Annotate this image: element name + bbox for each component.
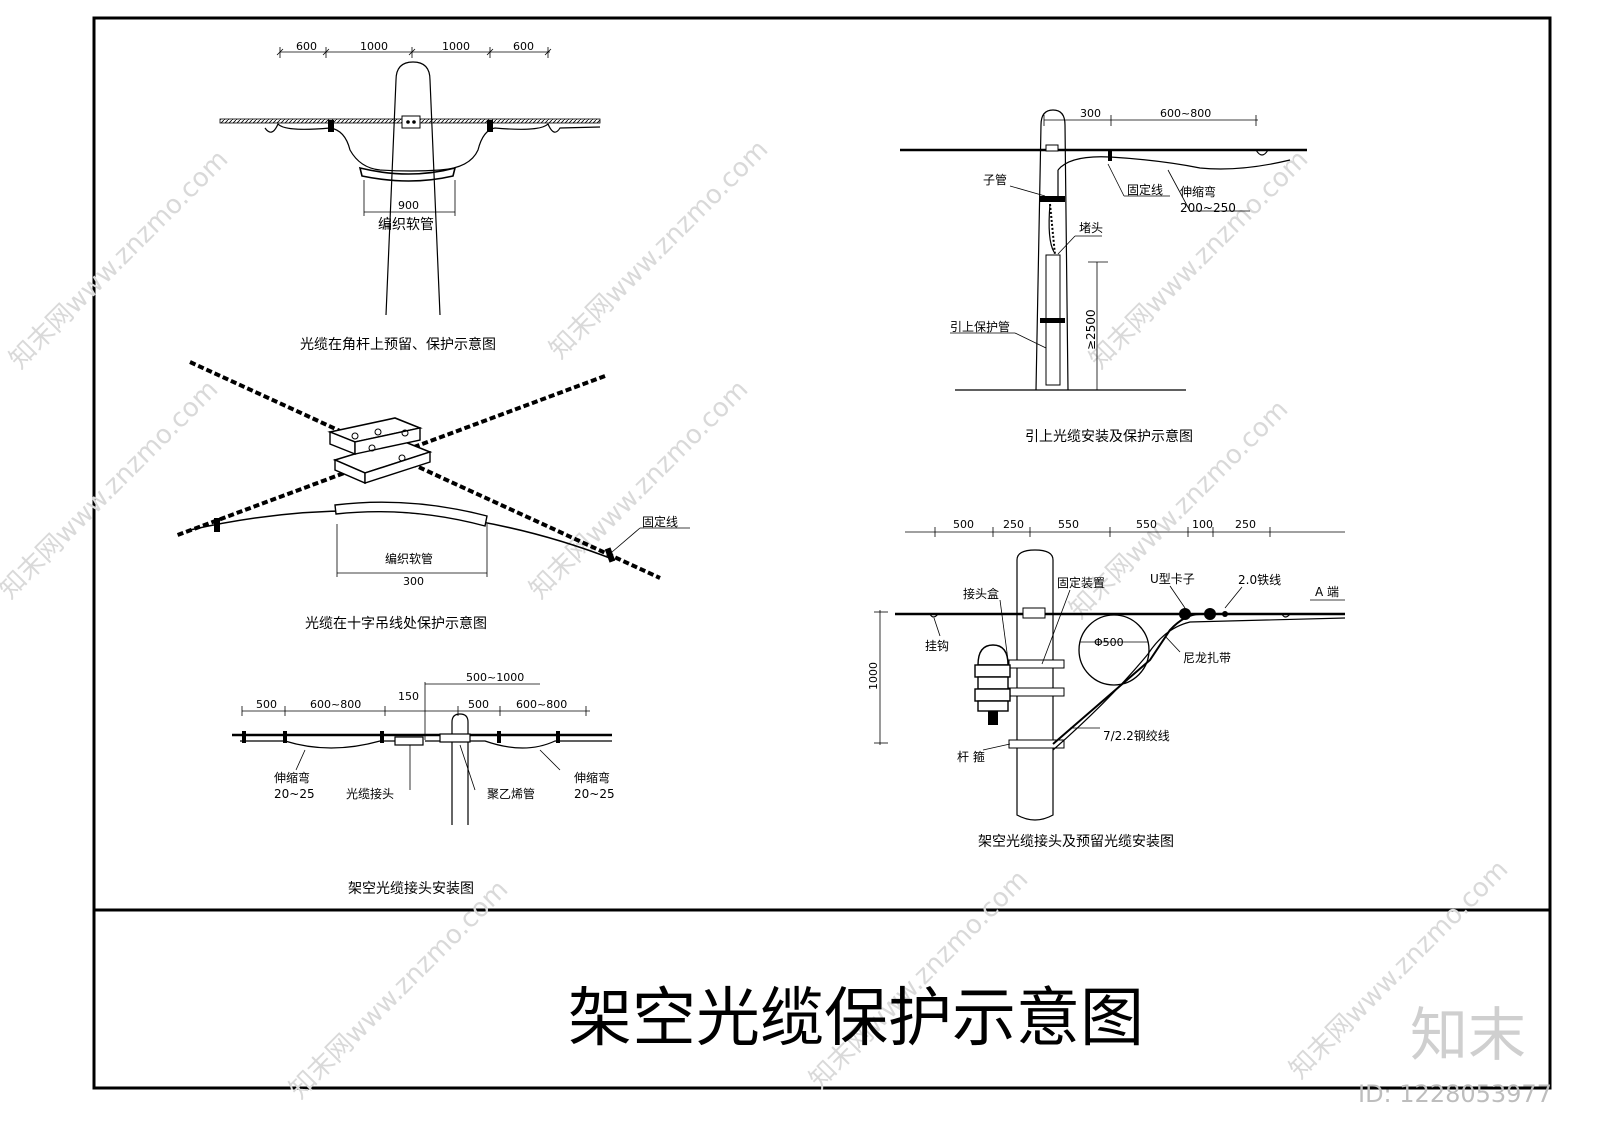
steel-strand xyxy=(1052,613,1201,745)
splice-install-diagram: 500 600~800 150 500~1000 500 600~800 伸缩弯… xyxy=(232,671,615,897)
splice-box-label: 接头盒 xyxy=(963,586,999,601)
watermark-text: 知末网www.znzmo.com xyxy=(4,144,235,375)
watermark-text: 知末网www.znzmo.com xyxy=(804,864,1035,1095)
expansion-bend-label: 伸缩弯 xyxy=(274,770,310,785)
expansion-bend-value: 20~25 xyxy=(574,787,615,801)
utility-pole xyxy=(1035,109,1069,391)
diagram-caption: 架空光缆接头及预留光缆安装图 xyxy=(978,833,1174,850)
cross-wire-diagram: 固定线 编织软管 300 光缆在十字吊线处保护示意图 xyxy=(174,360,690,632)
height-label: ≥2500 xyxy=(1084,309,1098,350)
fix-wire-label: 固定线 xyxy=(1127,182,1163,197)
utility-pole xyxy=(1016,549,1054,821)
dim-label: 300 xyxy=(403,575,424,588)
loop-diameter-label: Φ500 xyxy=(1094,636,1124,649)
pipe-clamp xyxy=(1040,196,1065,202)
dim-label: 1000 xyxy=(360,40,388,53)
fix-device-label: 固定装置 xyxy=(1057,575,1105,590)
braided-hose xyxy=(334,501,488,527)
pe-pipe xyxy=(439,733,471,743)
steel-strand-label: 7/2.2钢绞线 xyxy=(1103,728,1170,743)
dim-label: 100 xyxy=(1192,518,1213,531)
end-label: A 端 xyxy=(1315,585,1339,599)
plug-label: 堵头 xyxy=(1079,221,1103,235)
dim-label: 250 xyxy=(1003,518,1024,531)
splice-box xyxy=(974,644,1011,725)
watermark-text: 知末网www.znzmo.com xyxy=(544,134,775,365)
dim-label: 550 xyxy=(1058,518,1079,531)
cross-clamp xyxy=(327,417,433,485)
dim-label: 500 xyxy=(468,698,489,711)
expansion-bend-value: 20~25 xyxy=(274,787,315,801)
splice-reserve-diagram: 500 250 550 550 100 250 1000 Φ500 xyxy=(867,518,1346,850)
dim-label: 150 xyxy=(398,690,419,703)
expansion-bend-value: 200~250 xyxy=(1180,201,1236,215)
utility-pole xyxy=(385,61,441,316)
braided-hose-label: 编织软管 xyxy=(385,551,433,566)
dim-label: 600 xyxy=(513,40,534,53)
fix-wire-label: 固定线 xyxy=(642,514,678,529)
optical-cable xyxy=(240,740,612,749)
hook-label: 挂钩 xyxy=(925,639,949,653)
diagram-caption: 光缆在十字吊线处保护示意图 xyxy=(305,615,487,632)
braided-hose-label: 编织软管 xyxy=(378,217,434,233)
expansion-bend-label: 伸缩弯 xyxy=(574,770,610,785)
dim-label: 1000 xyxy=(442,40,470,53)
pole-hoop-label: 杆 箍 xyxy=(957,749,985,764)
dim-label: 550 xyxy=(1136,518,1157,531)
dim-label: 500 xyxy=(953,518,974,531)
watermark-text: 知末网www.znzmo.com xyxy=(1084,144,1315,375)
image-id: ID: 1228053977 xyxy=(1358,1080,1552,1108)
corner-pole-diagram: 600 1000 1000 600 900 编织软管 光缆在角杆上预留、保护示意… xyxy=(219,40,601,353)
u-clip-label: U型卡子 xyxy=(1150,572,1195,586)
reserve-loop xyxy=(1078,614,1150,686)
height-label: 1000 xyxy=(867,662,880,690)
subtube-label: 子管 xyxy=(983,172,1007,187)
dim-label: 600 xyxy=(296,40,317,53)
optical-cable xyxy=(264,122,601,172)
messenger-wire xyxy=(189,360,661,580)
splice-label: 光缆接头 xyxy=(346,786,394,801)
wire-clamp xyxy=(401,115,421,129)
optical-cable xyxy=(1057,156,1291,171)
watermark-text: 知末网www.znzmo.com xyxy=(0,374,224,605)
nylon-tie-label: 尼龙扎带 xyxy=(1183,651,1231,665)
dim-label: 250 xyxy=(1235,518,1256,531)
diagram-caption: 光缆在角杆上预留、保护示意图 xyxy=(300,336,496,353)
watermark-text: 知末网www.znzmo.com xyxy=(524,374,755,605)
dim-label: 500~1000 xyxy=(466,671,524,684)
iron-wire-label: 2.0铁线 xyxy=(1238,573,1281,587)
splice-closure xyxy=(394,736,424,746)
expansion-bend-label: 伸缩弯 xyxy=(1180,184,1216,199)
lead-up-diagram: 300 600~800 ≥2500 子管 固定线 伸缩弯 200~250 堵头 … xyxy=(900,107,1307,445)
sheet-border xyxy=(92,16,1552,1090)
dim-label: 600~800 xyxy=(516,698,567,711)
protection-pipe-label: 引上保护管 xyxy=(950,319,1010,334)
diagram-caption: 引上光缆安装及保护示意图 xyxy=(1025,428,1193,445)
drawing-title: 架空光缆保护示意图 xyxy=(568,982,1144,1056)
utility-pole xyxy=(451,713,469,825)
dim-label: 300 xyxy=(1080,107,1101,120)
pe-pipe-label: 聚乙烯管 xyxy=(487,786,535,801)
brand-logo: 知末 xyxy=(1410,1001,1526,1069)
diagram-caption: 架空光缆接头安装图 xyxy=(348,880,474,897)
dim-label: 500 xyxy=(256,698,277,711)
dim-label: 900 xyxy=(398,199,419,212)
dim-label: 600~800 xyxy=(310,698,361,711)
dim-label: 600~800 xyxy=(1160,107,1211,120)
optical-cable xyxy=(1052,617,1346,751)
braided-hose xyxy=(358,166,457,182)
